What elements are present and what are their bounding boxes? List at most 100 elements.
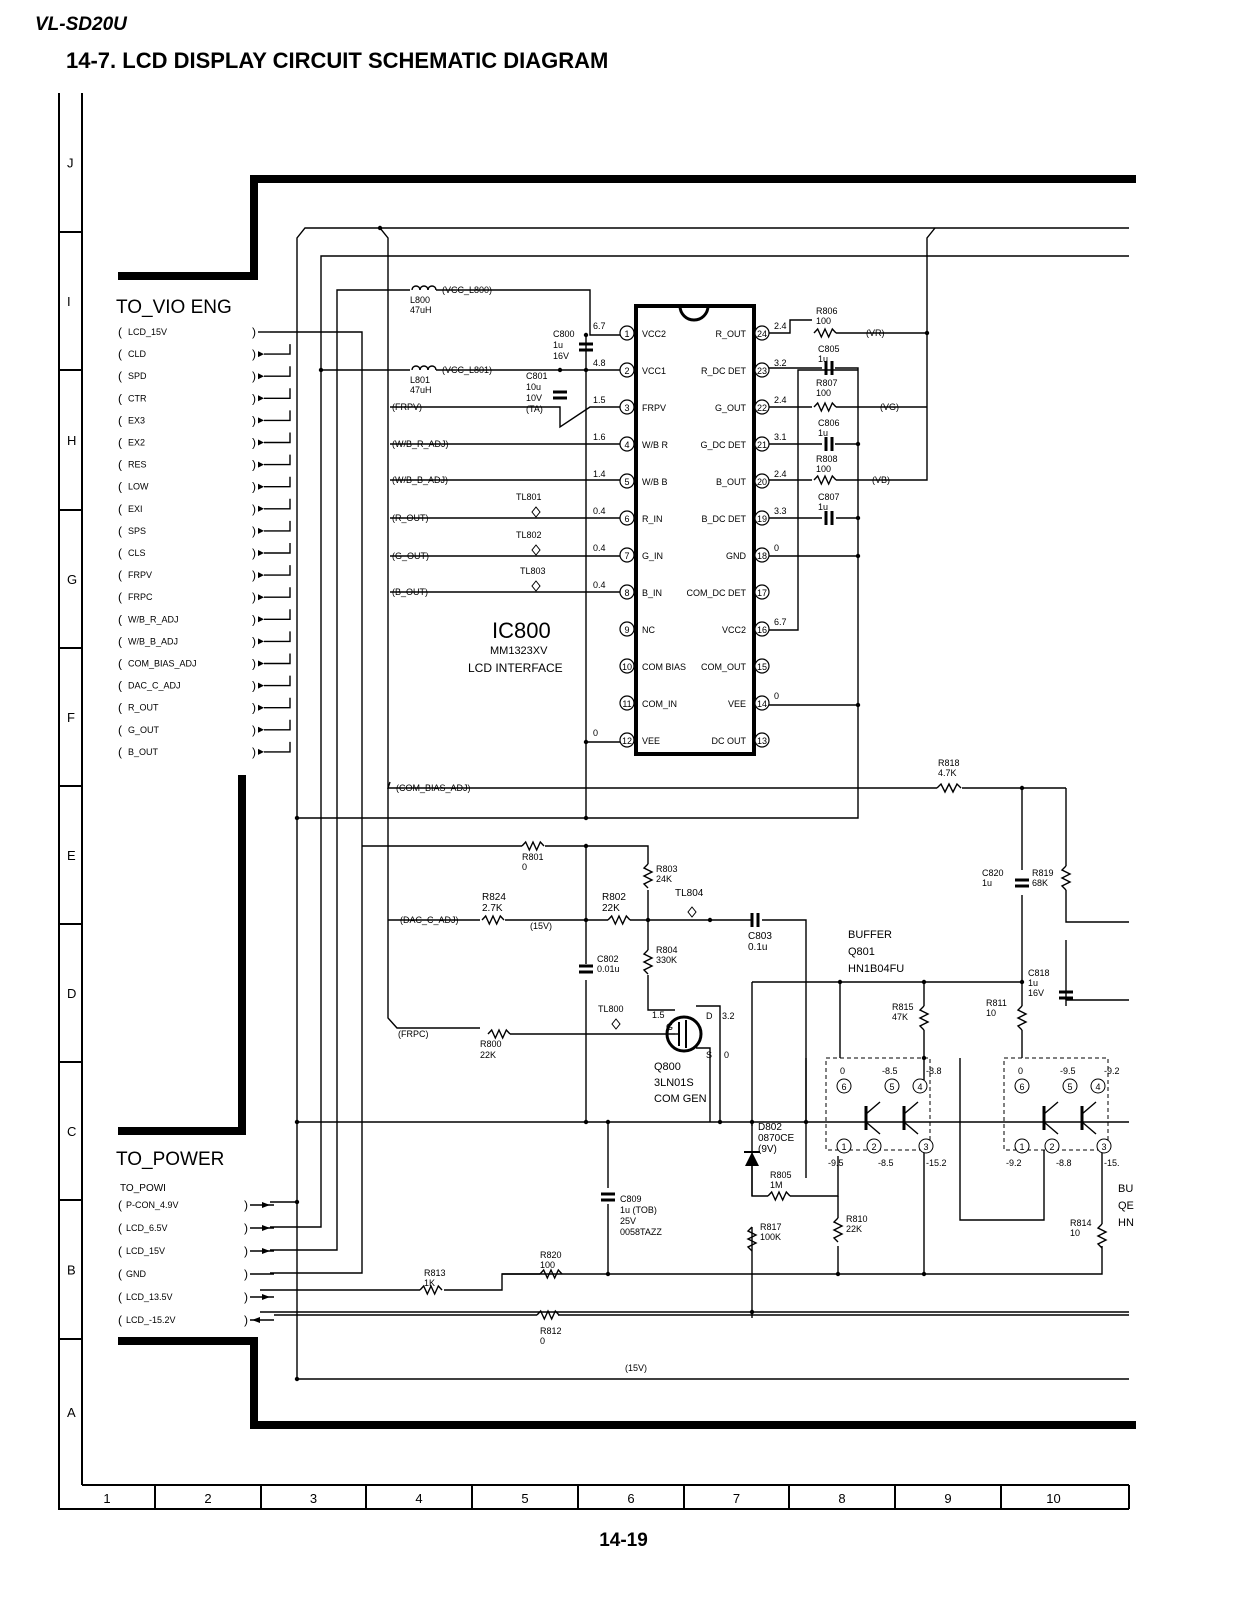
net-label: (B_OUT) [392,587,428,597]
pin-label: DAC_C_ADJ [128,681,181,691]
power-connector-subtitle: TO_POWI [120,1183,166,1194]
pin-name: COM_DC DET [686,588,746,598]
component-label: BU [1118,1183,1133,1195]
component-label: TL802 [516,530,542,540]
pin-label: EX3 [128,415,145,425]
pin-bracket: ( [118,723,122,737]
component-label: 47K [892,1012,908,1022]
component-label: 25V [620,1216,636,1226]
pin-voltage: 6.7 [593,321,606,331]
pin-voltage: 2.4 [774,321,787,331]
pin-bracket: ( [118,413,122,427]
pin-voltage: -9.5 [1060,1066,1076,1076]
pin-name: GND [726,551,747,561]
component-label: R813 [424,1268,446,1278]
pin-label: LCD_6.5V [126,1223,168,1233]
pin-bracket: ) [244,1244,248,1258]
pin-number: 20 [757,477,767,487]
component-label: R815 [892,1002,914,1012]
component-label: TL803 [520,566,546,576]
pin-bracket: ) [252,524,256,538]
pin-number: 12 [622,736,632,746]
connector-pin: (SPS) [118,520,291,538]
connector-pin: (W/B_B_ADJ) [118,631,291,648]
net-label: (W/B_R_ADJ) [392,439,449,449]
pin-number: 22 [757,403,767,413]
pin-name: R_IN [642,514,663,524]
pin-label: B_OUT [128,747,159,757]
pin-bracket: ) [252,347,256,361]
pin-voltage: -9.2 [1104,1066,1120,1076]
component-label: 100 [816,316,831,326]
component-label: 1M [770,1180,783,1190]
pin-number: 4 [624,440,629,450]
connector-pin: (LOW) [118,476,291,494]
pin-name: B_DC DET [701,514,746,524]
pin-number: 17 [757,588,767,598]
connector-pin: (FRPC) [118,587,291,604]
component-label: BUFFER [848,929,892,941]
page-title: 14-7. LCD DISPLAY CIRCUIT SCHEMATIC DIAG… [66,48,609,73]
pin-bracket: ( [118,347,122,361]
connector-pin: (LCD_15V) [118,325,270,339]
pin-bracket: ( [118,391,122,405]
net-label: (15V) [625,1363,647,1373]
component-label: 22K [846,1224,862,1234]
component-label: R807 [816,378,838,388]
component-label: Q801 [848,946,875,958]
component-label: R814 [1070,1218,1092,1228]
pin-label: GND [126,1269,147,1279]
pin-number: 4 [917,1082,922,1092]
net-label: (DAC_C_ADJ) [400,915,459,925]
component-label: 1u [818,428,828,438]
connector-pin: (COM_BIAS_ADJ) [118,653,291,671]
component-label: 1u [982,878,992,888]
pin-label: CLD [128,349,147,359]
component-label: 4.7K [938,768,957,778]
component-label: C818 [1028,968,1050,978]
pin-bracket: ( [118,1290,122,1304]
component-label: R810 [846,1214,868,1224]
component-label: R820 [540,1250,562,1260]
component-label: 16V [553,351,569,361]
pin-label: RES [128,460,147,470]
grid-column-label: 4 [415,1491,422,1506]
connector-pin: (LCD_6.5V) [118,1221,274,1235]
pin-voltage: 1.4 [593,469,606,479]
component-label: R805 [770,1170,792,1180]
pin-voltage: 0 [840,1066,845,1076]
component-label: R802 [602,892,626,903]
model-number: VL-SD20U [35,14,127,35]
pin-bracket: ) [244,1221,248,1235]
component-label: 1K [424,1278,435,1288]
pin-number: 6 [841,1082,846,1092]
pin-label: COM_BIAS_ADJ [128,659,197,669]
pin-bracket: ) [252,679,256,693]
pin-name: R_DC DET [701,366,747,376]
component-label: TL800 [598,1004,624,1014]
pin-name: W/B B [642,477,668,487]
pin-voltage: 0 [774,691,779,701]
pin-label: SPD [128,371,147,381]
component-label: 1u (TOB) [620,1205,657,1215]
pin-bracket: ) [252,391,256,405]
pin-bracket: ( [118,458,122,472]
pin-name: COM_OUT [701,662,747,672]
pin-bracket: ( [118,745,122,759]
net-labels: (VCC_L800)(VCC_L801)(FRPV)(W/B_R_ADJ)(W/… [392,285,899,1373]
pin-label: G_OUT [128,725,160,735]
grid-row-label: C [67,1124,76,1139]
grid-row-label: A [67,1405,76,1420]
component-label: 0058TAZZ [620,1227,662,1237]
pin-name: G_IN [642,551,663,561]
connector-pin: (B_OUT) [118,741,291,759]
component-label: HN1B04FU [848,963,904,975]
pin-number: 6 [624,514,629,524]
